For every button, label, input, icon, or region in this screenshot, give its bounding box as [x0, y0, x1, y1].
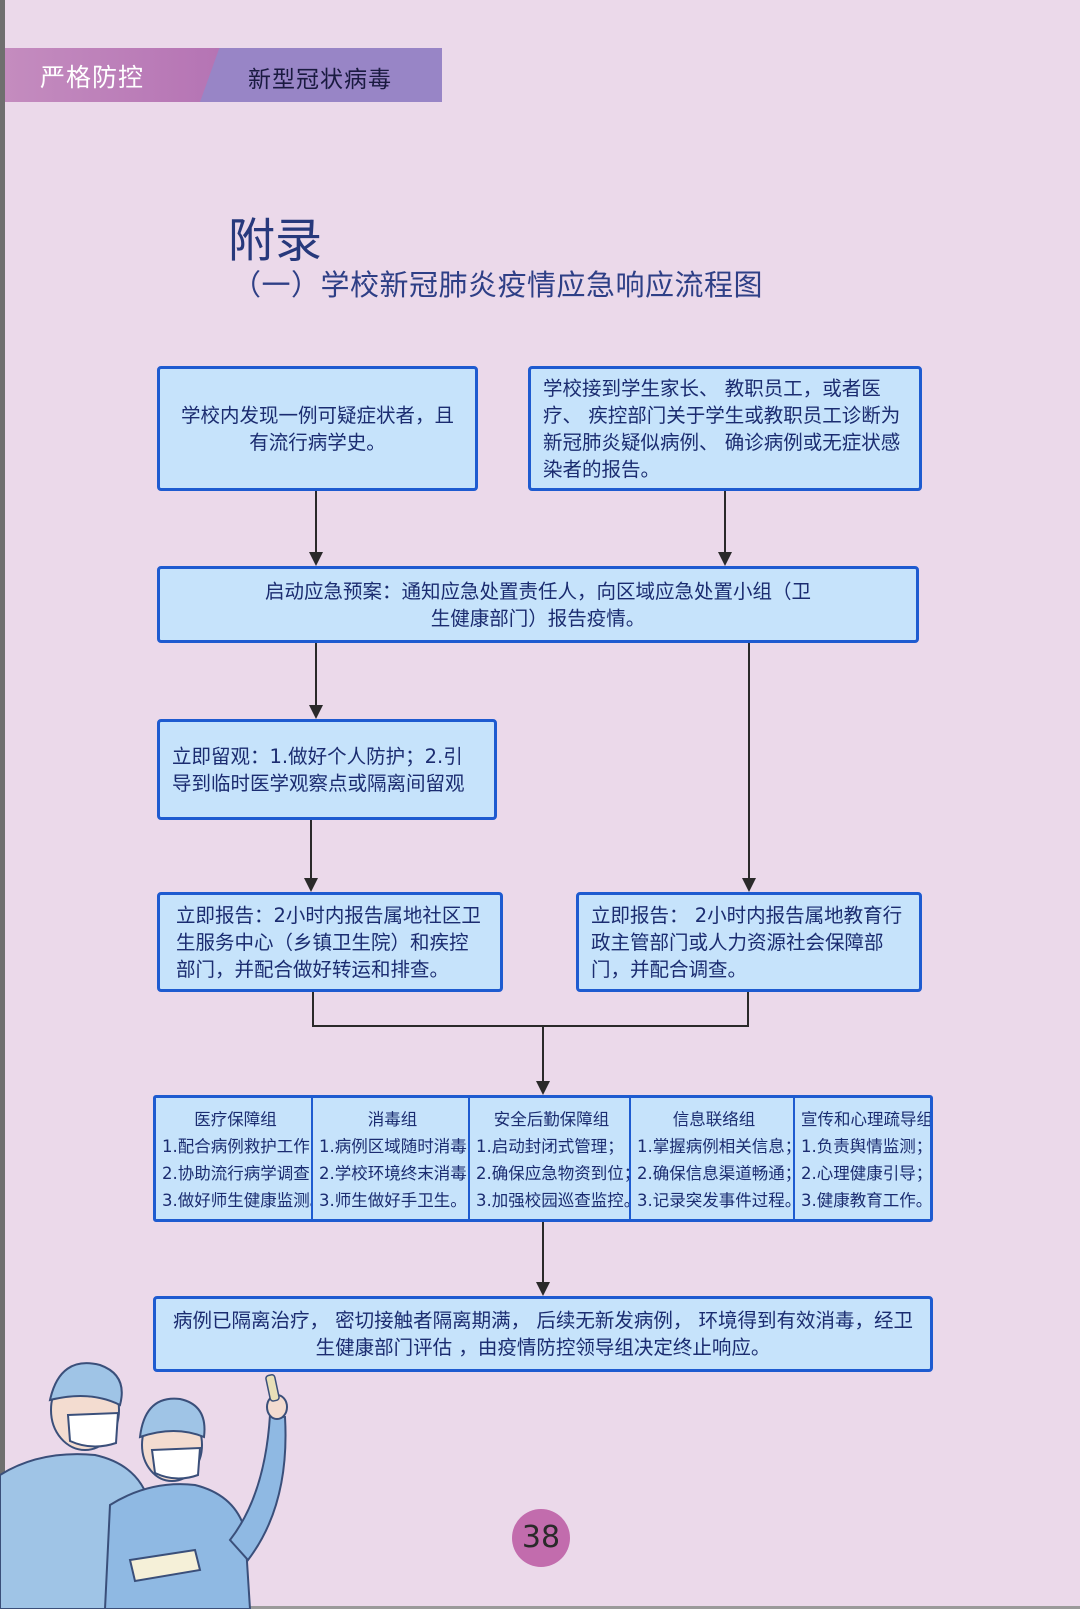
- group-item: 1.负责舆情监测；: [801, 1137, 930, 1156]
- group-title: 安全后勤保障组: [493, 1110, 610, 1129]
- group-item: 3.记录突发事件过程。: [637, 1191, 795, 1210]
- page-edge-bottom: [0, 1606, 1080, 1609]
- medical-staff-illustration: [0, 1362, 288, 1609]
- group-item: 1.启动封闭式管理；: [476, 1137, 624, 1156]
- page-title: 附录: [228, 214, 322, 269]
- flow-box-emergency-plan-text: 启动应急预案：通知应急处置责任人，向区域应急处置小组（卫生健康部门）报告疫情。: [264, 579, 811, 630]
- flow-box-report-received: 学校接到学生家长、 教职员工，或者医疗、 疾控部门关于学生或教职员工诊断为新冠肺…: [528, 366, 922, 491]
- flow-box-terminate: 病例已隔离治疗， 密切接触者隔离期满， 后续无新发病例， 环境得到有效消毒，经卫…: [153, 1296, 933, 1372]
- header-tab-left: [5, 48, 220, 102]
- group-item: 2.确保应急物资到位；: [476, 1164, 631, 1183]
- response-groups-table: 医疗保障组 1.配合病例救护工作； 2.协助流行病学调查； 3.做好师生健康监测…: [153, 1095, 933, 1222]
- group-item: 2.确保信息渠道畅通；: [637, 1164, 795, 1183]
- page-edge: [0, 0, 5, 1609]
- header-tab-right-label: 新型冠状病毒: [248, 67, 392, 93]
- flow-box-emergency-plan: 启动应急预案：通知应急处置责任人，向区域应急处置小组（卫生健康部门）报告疫情。: [157, 566, 919, 643]
- flow-box-terminate-text: 病例已隔离治疗， 密切接触者隔离期满， 后续无新发病例， 环境得到有效消毒，经卫…: [172, 1309, 914, 1359]
- group-title: 宣传和心理疏导组: [801, 1110, 930, 1129]
- group-item: 3.师生做好手卫生。: [319, 1191, 467, 1210]
- group-title: 信息联络组: [672, 1110, 756, 1129]
- group-title: 消毒组: [367, 1110, 418, 1129]
- group-disinfection: 消毒组 1.病例区域随时消毒； 2.学校环境终末消毒； 3.师生做好手卫生。: [313, 1098, 470, 1219]
- flow-box-report-received-text: 学校接到学生家长、 教职员工，或者医疗、 疾控部门关于学生或教职员工诊断为新冠肺…: [543, 376, 901, 481]
- group-item: 2.学校环境终末消毒；: [319, 1164, 470, 1183]
- group-item: 1.配合病例救护工作；: [162, 1137, 313, 1156]
- group-publicity: 宣传和心理疏导组 1.负责舆情监测； 2.心理健康引导； 3.健康教育工作。: [795, 1098, 930, 1219]
- page-number-badge: 38: [512, 1509, 570, 1567]
- group-item: 1.病例区域随时消毒；: [319, 1137, 470, 1156]
- group-item: 2.心理健康引导；: [801, 1164, 930, 1183]
- flow-box-report-education: 立即报告： 2小时内报告属地教育行政主管部门或人力资源社会保障部门，并配合调查。: [576, 892, 922, 992]
- flow-box-report-health: 立即报告：2小时内报告属地社区卫生服务中心（乡镇卫生院）和疾控部门，并配合做好转…: [157, 892, 503, 992]
- group-item: 3.做好师生健康监测。: [162, 1191, 313, 1210]
- group-item: 3.健康教育工作。: [801, 1191, 930, 1210]
- page-subtitle: （一）学校新冠肺炎疫情应急响应流程图: [232, 268, 764, 302]
- header-tab-right: [200, 48, 442, 102]
- group-title: 医疗保障组: [194, 1110, 277, 1129]
- header-tab-left-label: 严格防控: [40, 63, 145, 92]
- group-liaison: 信息联络组 1.掌握病例相关信息； 2.确保信息渠道畅通； 3.记录突发事件过程…: [631, 1098, 795, 1219]
- flow-box-report-education-text: 立即报告： 2小时内报告属地教育行政主管部门或人力资源社会保障部门，并配合调查。: [591, 903, 903, 981]
- flow-box-observe-text: 立即留观：1.做好个人防护；2.引导到临时医学观察点或隔离间留观: [172, 744, 465, 795]
- flow-box-observe: 立即留观：1.做好个人防护；2.引导到临时医学观察点或隔离间留观: [157, 719, 497, 820]
- group-item: 3.加强校园巡查监控。: [476, 1191, 631, 1210]
- group-item: 1.掌握病例相关信息；: [637, 1137, 795, 1156]
- flow-box-report-health-text: 立即报告：2小时内报告属地社区卫生服务中心（乡镇卫生院）和疾控部门，并配合做好转…: [176, 903, 481, 981]
- flow-box-suspect-case: 学校内发现一例可疑症状者，且有流行病学史。: [157, 366, 478, 491]
- group-item: 2.协助流行病学调查；: [162, 1164, 313, 1183]
- group-logistics: 安全后勤保障组 1.启动封闭式管理； 2.确保应急物资到位； 3.加强校园巡查监…: [470, 1098, 631, 1219]
- flow-box-suspect-text: 学校内发现一例可疑症状者，且有流行病学史。: [180, 403, 454, 454]
- group-medical: 医疗保障组 1.配合病例救护工作； 2.协助流行病学调查； 3.做好师生健康监测…: [156, 1098, 313, 1219]
